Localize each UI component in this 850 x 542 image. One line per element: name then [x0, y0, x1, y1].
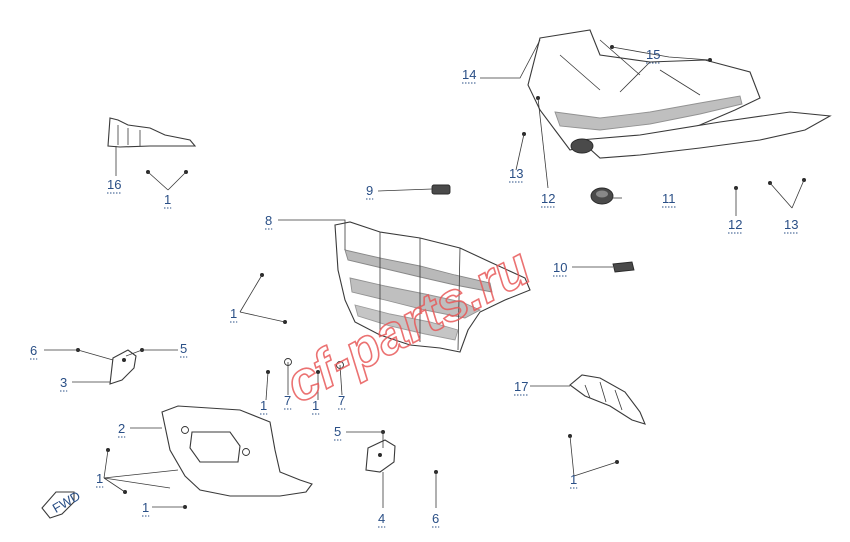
part-16-bracket	[107, 117, 197, 148]
callout-11: 11	[662, 191, 676, 206]
part-9-clip	[431, 184, 451, 195]
callout-labels: 14 15 16 1 13 12 11 12 13 9 8 10 1 6 5 3…	[30, 47, 799, 528]
callout-1-top: 1	[164, 192, 171, 207]
part-4-bracket	[365, 439, 396, 473]
callout-5-bottom: 5	[334, 424, 341, 439]
fwd-arrow-icon: FWD	[41, 488, 83, 519]
part-2-lower-panel	[161, 405, 313, 497]
callout-14: 14	[462, 67, 476, 82]
callout-7-a: 7	[284, 393, 291, 408]
callout-13-left: 13	[509, 166, 523, 181]
part-11-grommet	[590, 187, 614, 205]
callout-1-mid: 1	[230, 306, 237, 321]
callout-13-right: 13	[784, 217, 798, 232]
callout-12-left: 12	[541, 191, 555, 206]
callout-1-group: 1	[96, 471, 103, 486]
callout-16: 16	[107, 177, 121, 192]
part-14-front-cowl	[527, 29, 832, 159]
callout-1-right: 1	[570, 472, 577, 487]
callout-5-left: 5	[180, 341, 187, 356]
callout-1-b: 1	[312, 398, 319, 413]
callout-10: 10	[553, 260, 567, 275]
part-17-side-bracket	[569, 374, 646, 425]
callout-3: 3	[60, 375, 67, 390]
callout-4: 4	[378, 511, 385, 526]
callout-6-left: 6	[30, 343, 37, 358]
leader-lines	[44, 39, 805, 508]
callout-15: 15	[646, 47, 660, 62]
callout-17: 17	[514, 379, 528, 394]
callout-1-bottom: 1	[142, 500, 149, 515]
callout-2: 2	[118, 421, 125, 436]
part-3-bracket	[109, 349, 137, 385]
callout-1-a: 1	[260, 398, 267, 413]
part-8-inner-frame	[334, 221, 531, 353]
callout-7-b: 7	[338, 393, 345, 408]
part-10-clip	[612, 261, 635, 273]
fwd-marker-text: FWD	[50, 488, 83, 516]
callout-8: 8	[265, 213, 272, 228]
callout-9: 9	[366, 183, 373, 198]
callout-12-right: 12	[728, 217, 742, 232]
callout-6-bottom: 6	[432, 511, 439, 526]
